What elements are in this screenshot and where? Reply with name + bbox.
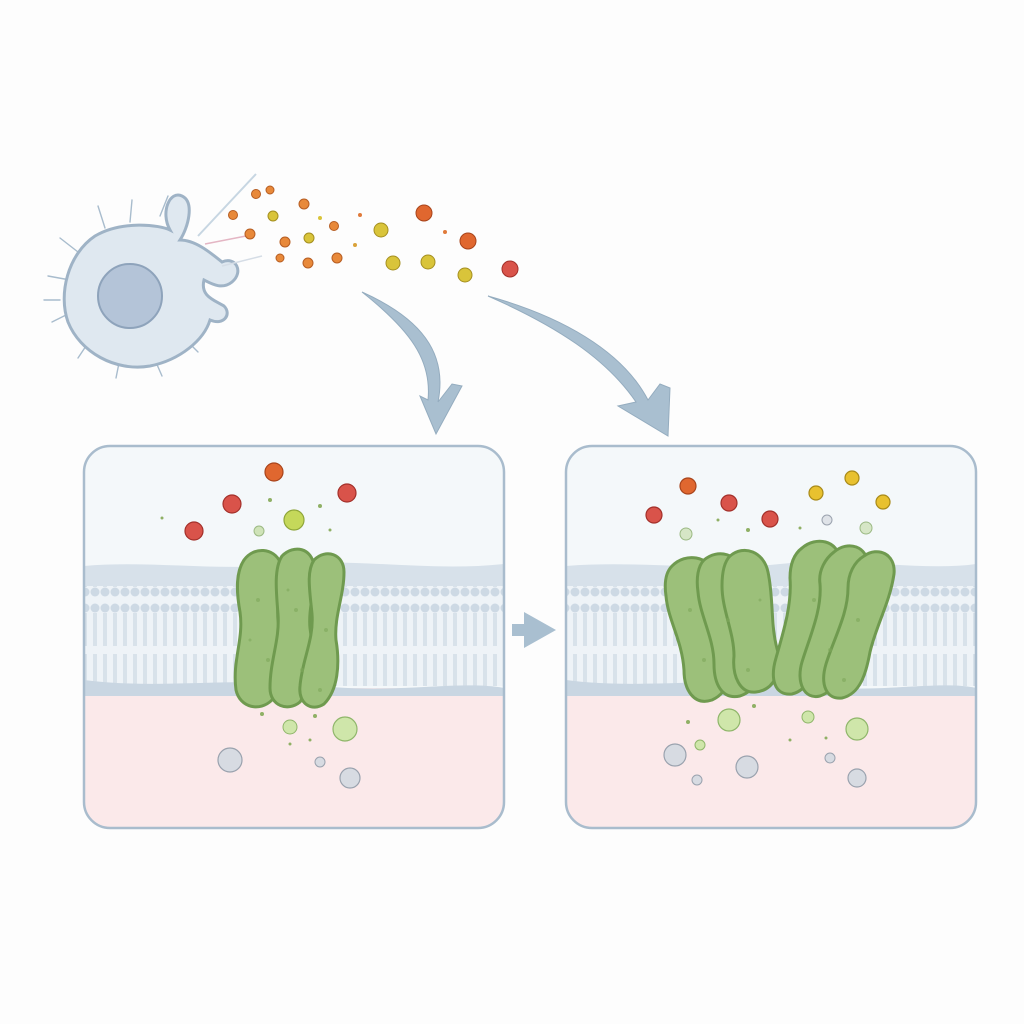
curved-arrow-icon <box>361 291 463 436</box>
panel-closed-channel <box>84 446 504 828</box>
extracellular-ligands <box>645 470 891 541</box>
membrane-channel-icon <box>233 547 346 709</box>
extracellular-ligands <box>160 462 357 541</box>
secreting-cell-icon <box>43 173 263 379</box>
panel-open-border <box>564 444 978 830</box>
curved-arrow-icon <box>487 295 671 437</box>
intracellular-ions <box>217 712 361 789</box>
intracellular-ions <box>663 704 869 788</box>
right-arrow-icon <box>512 612 556 648</box>
membrane-channel-icon <box>663 539 896 703</box>
released-ligands <box>228 185 519 283</box>
cell-nucleus <box>97 263 163 329</box>
panel-open-channel <box>566 446 976 828</box>
panel-closed-border <box>82 444 506 830</box>
